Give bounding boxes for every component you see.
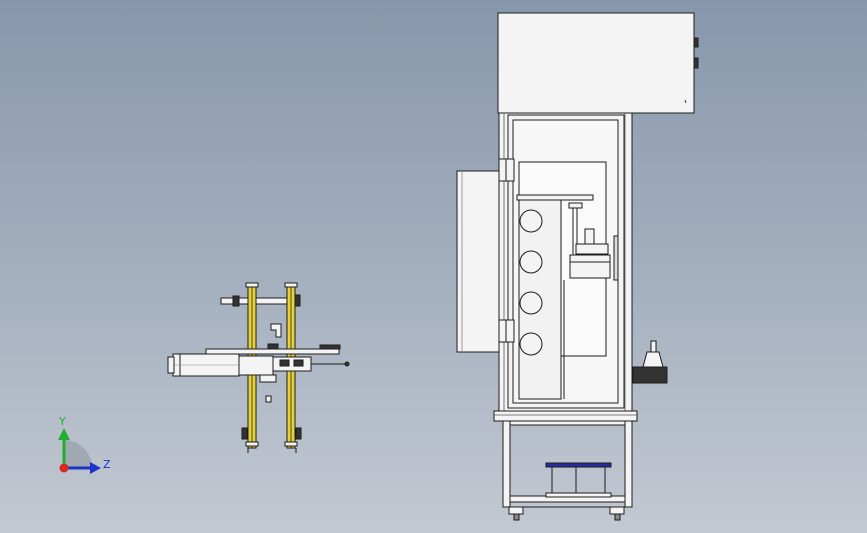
port-hole-4 <box>519 332 543 356</box>
stand-top-rail <box>509 420 626 426</box>
slide-block <box>272 356 312 372</box>
triad-quadrant <box>64 440 92 468</box>
port-hole-2 <box>519 250 543 274</box>
coordinate-triad: Y Z <box>58 415 111 474</box>
stand-leg-left <box>502 420 511 508</box>
small-bracket <box>270 323 282 338</box>
foot-right <box>609 506 625 515</box>
side-electrical-box <box>456 170 500 353</box>
small-clip <box>265 395 272 403</box>
z-axis-label: Z <box>103 458 111 471</box>
signal-bell-base <box>632 366 668 384</box>
gantry-assembly[interactable] <box>167 282 350 453</box>
y-axis-label: Y <box>58 415 66 428</box>
signal-bell <box>642 351 664 368</box>
shelf-bracket <box>568 202 583 209</box>
door-handle[interactable] <box>613 235 619 281</box>
fixture-tray <box>569 254 611 279</box>
port-hole-1 <box>519 209 543 233</box>
stand-leg-right <box>624 420 633 508</box>
triad-origin <box>59 463 69 473</box>
machine-cabinet[interactable] <box>456 12 699 521</box>
control-box-knob-2 <box>693 57 699 69</box>
control-box-knob <box>693 37 699 48</box>
cabinet-base-plate <box>493 410 638 422</box>
middle-crossbar <box>205 348 340 355</box>
fixture-base <box>575 243 609 255</box>
stand-tray <box>545 462 612 468</box>
cylinder-carriage <box>238 355 274 376</box>
inner-shelf <box>516 194 594 201</box>
top-control-box <box>497 12 695 114</box>
foot-left <box>508 506 524 515</box>
port-hole-3 <box>519 291 543 315</box>
